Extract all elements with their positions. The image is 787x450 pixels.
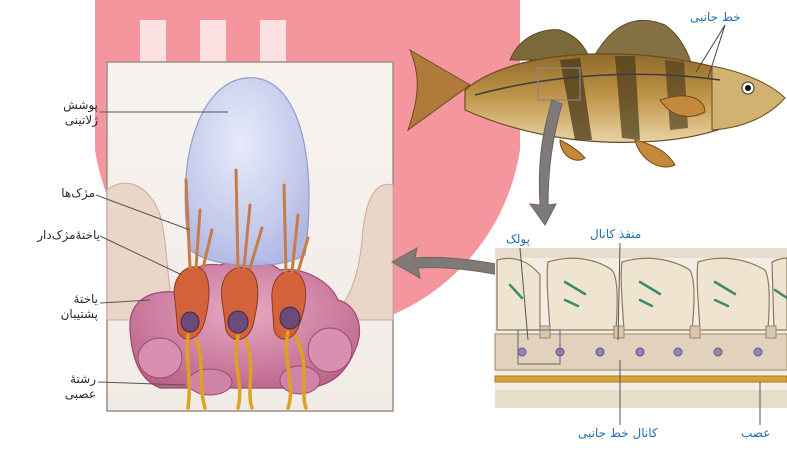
- gelatinous-cover-label-line1: پوشش: [36, 98, 98, 113]
- scale-label: پولک: [506, 232, 530, 246]
- gelatinous-cover-label-line2: ژلاتینی: [36, 113, 98, 128]
- gelatinous-cover-label: پوشش ژلاتینی: [36, 98, 98, 128]
- nerve-label: عصب: [741, 426, 770, 440]
- cilia-label: مژک‌ها: [40, 186, 95, 201]
- canal-section: [495, 243, 787, 425]
- lateral-line-canal-label: کانال خط جانبی: [578, 426, 658, 440]
- neuromast-panel: [96, 62, 393, 411]
- hair-cells: [174, 267, 306, 340]
- supporting-cell-label-line1: یاختهٔ: [40, 292, 98, 307]
- nerve-fiber-label: رشتهٔ عصبی: [40, 372, 96, 402]
- canal-opening-label: منفذ کانال: [590, 227, 641, 241]
- supporting-cell-label: یاختهٔ پشتیبان: [40, 292, 98, 322]
- nerve-fiber-label-line1: رشتهٔ: [40, 372, 96, 387]
- hair-cell-label: یاختهٔ‌مژک‌دار: [0, 228, 100, 243]
- lateral-line-label: خط جانبی: [690, 10, 741, 24]
- nerve-fiber-label-line2: عصبی: [40, 387, 96, 402]
- supporting-cell-label-line2: پشتیبان: [40, 307, 98, 322]
